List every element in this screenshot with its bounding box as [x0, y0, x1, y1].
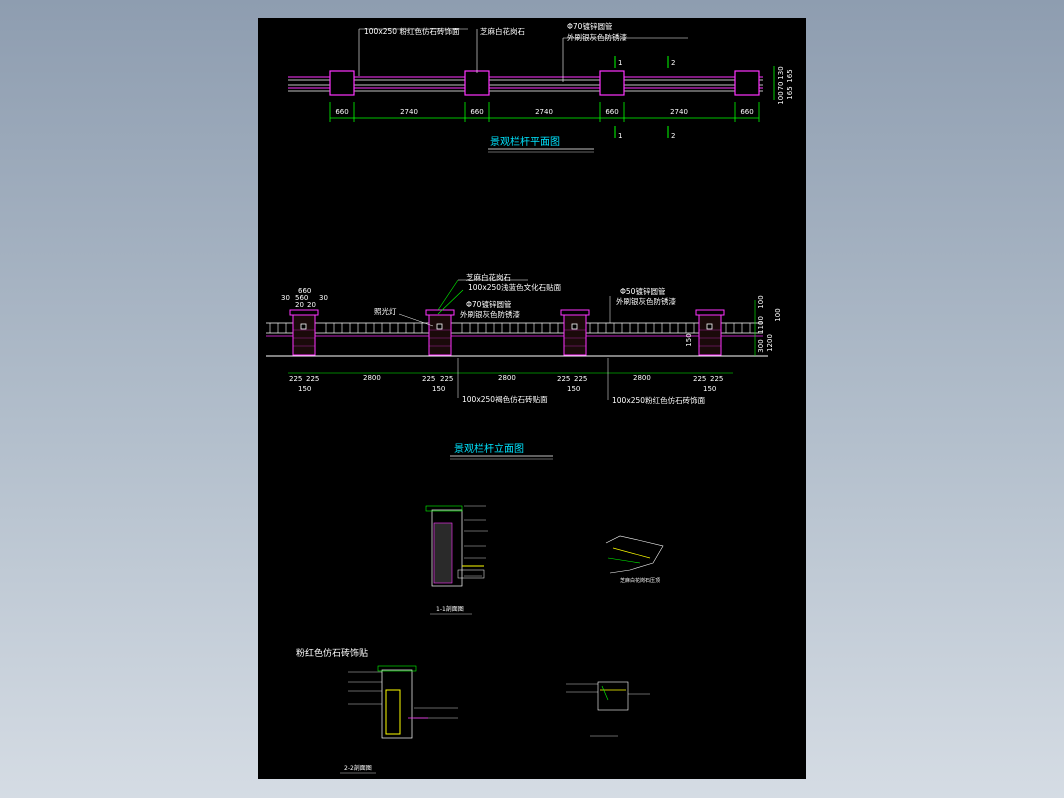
label-pipe70: Φ70镀锌圆管 [466, 299, 512, 309]
elev-bottom-dim: 225 [557, 375, 570, 383]
section-1-label: 1 [618, 132, 622, 140]
plan-right-dim: 165 [786, 69, 794, 82]
plan-dim: 2740 [535, 108, 553, 116]
elev-side-dim: 1100 [757, 316, 765, 334]
elev-bottom-dim: 2800 [498, 374, 516, 382]
label-paint-2: 外刷银灰色防锈漆 [616, 296, 676, 306]
plan-dim: 660 [335, 108, 348, 116]
elev-bottom-dim: 2800 [363, 374, 381, 382]
elev-side-dim: 300 [757, 339, 765, 352]
elev-bottom-dim: 225 [306, 375, 319, 383]
plan-post [599, 70, 625, 96]
elev-side-dim: 150 [685, 333, 693, 346]
elev-bottom-dim: 150 [298, 385, 311, 393]
section-2-2-detail: 粉红色仿石砖饰贴 2-2剖面图 [296, 647, 458, 774]
section-2-2-title: 2-2剖面图 [344, 764, 372, 772]
plan-dim: 2740 [670, 108, 688, 116]
plan-post [329, 70, 355, 96]
elevation-post [289, 309, 319, 356]
section-2-label: 2 [671, 132, 675, 140]
label-bottom-pink: 100x250粉红色仿石砖饰面 [612, 395, 706, 405]
section-1-label: 1 [618, 59, 622, 67]
plan-note-paint: 外刷银灰色防锈漆 [567, 32, 627, 42]
label-light: 照光灯 [374, 306, 397, 316]
plan-dim: 660 [605, 108, 618, 116]
label-cap: 芝麻白花岗石 [466, 272, 511, 282]
elev-bottom-dim: 225 [693, 375, 706, 383]
plan-title: 景观栏杆平面图 [490, 135, 560, 148]
plan-right-dim: 165 [786, 86, 794, 99]
section-1-1-detail: 1-1剖面图 [425, 505, 488, 615]
elev-bottom-dim: 225 [710, 375, 723, 383]
label-bottom-brown: 100x250褐色仿石砖贴面 [462, 394, 548, 404]
elevation-post [425, 309, 455, 356]
plan-right-dim: 100 [777, 91, 785, 104]
section-2-label: 2 [671, 59, 675, 67]
elev-bottom-dim: 225 [574, 375, 587, 383]
elev-side-dim: 1200 [766, 334, 774, 352]
plan-right-dim: 70 [777, 82, 785, 91]
tiny-detail-note: 芝麻白花岗石压顶 [620, 577, 660, 584]
elev-bottom-dim: 225 [440, 375, 453, 383]
elev-bottom-dim: 150 [567, 385, 580, 393]
small-section-detail [566, 681, 650, 737]
plan-note-post-cap: 芝麻白花岗石 [480, 26, 525, 36]
section-1-1-title: 1-1剖面图 [436, 605, 464, 613]
pink-brick-title: 粉红色仿石砖饰贴 [296, 647, 368, 659]
elev-bottom-dim: 2800 [633, 374, 651, 382]
cap-dim: 560 [295, 294, 308, 302]
tiny-detail: 芝麻白花岗石压顶 [605, 535, 664, 584]
plan-dim: 660 [470, 108, 483, 116]
plan-post [734, 70, 760, 96]
elevation-post [560, 309, 590, 356]
label-paint: 外刷银灰色防锈漆 [460, 309, 520, 319]
cap-dim: 20 [307, 301, 316, 309]
plan-dim: 2740 [400, 108, 418, 116]
cad-drawing: 1 2 1 2 100x250 粉红色仿石砖饰面 芝麻白花岗石 Φ70镀锌圆管 … [266, 21, 794, 774]
elevation-view: 660 30 560 30 20 20 芝麻白花岗石 100x250浅蓝色文化石… [266, 272, 782, 460]
label-culture-stone: 100x250浅蓝色文化石贴面 [468, 282, 562, 292]
cad-drawing-sheet: 1 2 1 2 100x250 粉红色仿石砖饰面 芝麻白花岗石 Φ70镀锌圆管 … [258, 18, 806, 779]
cap-dim: 20 [295, 301, 304, 309]
elevation-title: 景观栏杆立面图 [454, 442, 524, 455]
elev-bottom-dim: 225 [422, 375, 435, 383]
elev-bottom-dim: 150 [703, 385, 716, 393]
elev-bottom-dim: 150 [432, 385, 445, 393]
cap-dim: 30 [281, 294, 290, 302]
cap-dim: 660 [298, 287, 311, 295]
elev-side-dim: 100 [757, 295, 765, 308]
plan-view: 1 2 1 2 100x250 粉红色仿石砖饰面 芝麻白花岗石 Φ70镀锌圆管 … [288, 21, 794, 153]
elev-bottom-dim: 225 [289, 375, 302, 383]
plan-note-post-face: 100x250 粉红色仿石砖饰面 [364, 26, 460, 36]
plan-note-pipe: Φ70镀锌圆管 [567, 21, 613, 31]
plan-right-dim: 130 [777, 66, 785, 79]
plan-dim: 660 [740, 108, 753, 116]
elev-side-dim: 100 [774, 308, 782, 321]
plan-post [464, 70, 490, 96]
cap-dim: 30 [319, 294, 328, 302]
elevation-post [695, 309, 725, 356]
label-pipe50: Φ50镀锌圆管 [620, 286, 666, 296]
